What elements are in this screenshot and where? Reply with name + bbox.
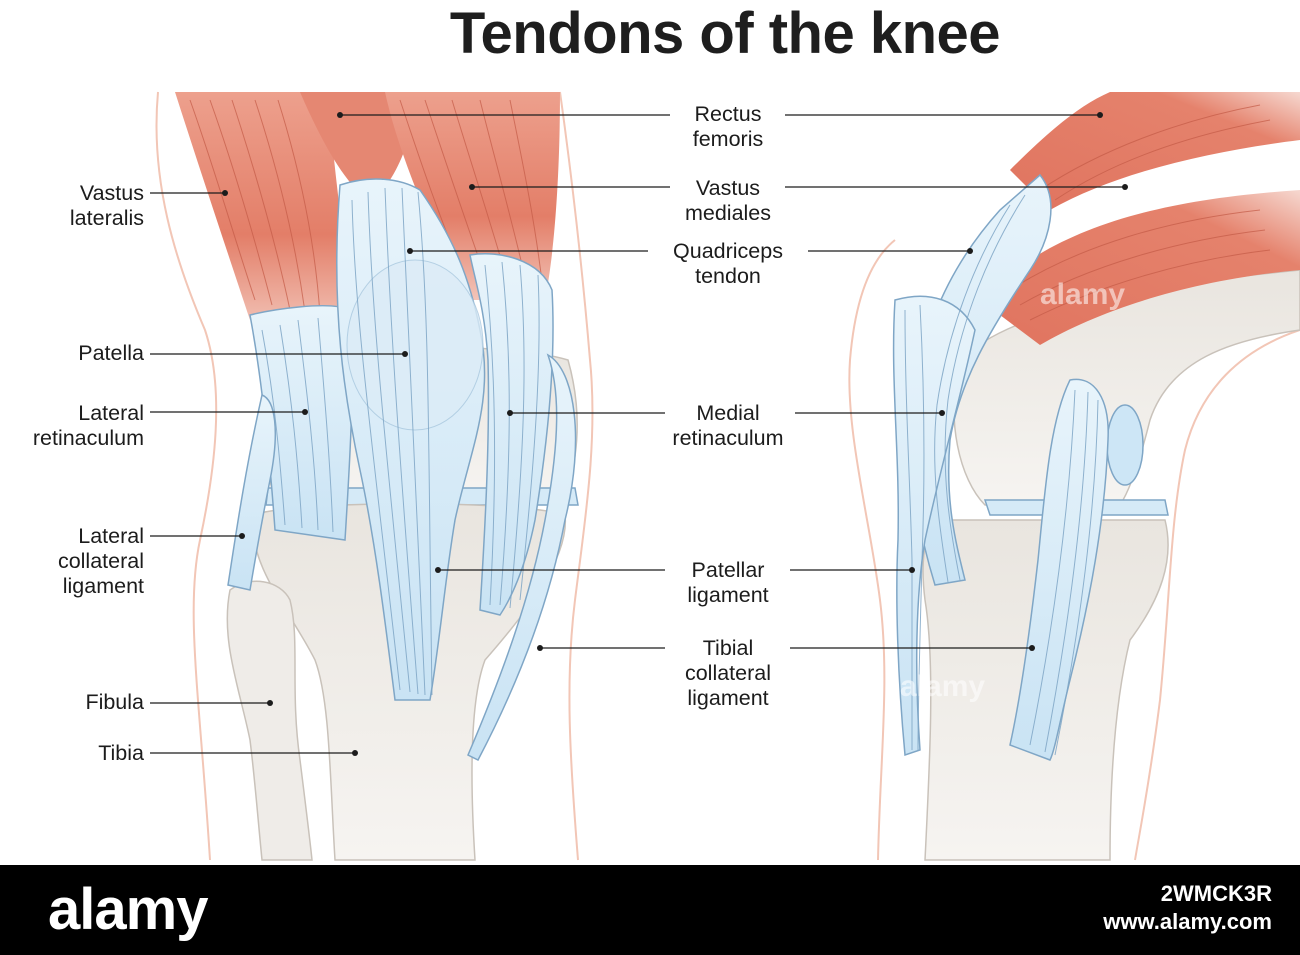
label-vastus-mediales: Vastus mediales <box>684 176 772 225</box>
patella-side <box>1106 404 1144 486</box>
brand-logo[interactable]: alamy <box>48 877 208 942</box>
label-vastus-lateralis: Vastus lateralis <box>69 181 144 230</box>
footer-meta: 2WMCK3R www.alamy.com <box>1103 881 1272 937</box>
vastus-medialis-muscle <box>385 92 560 300</box>
label-tibia: Tibia <box>98 741 144 765</box>
rectus-femoris-muscle <box>300 92 420 200</box>
medial-retinaculum-shape <box>469 253 554 616</box>
vastus-lateralis-muscle <box>175 92 346 330</box>
skin-outline-right <box>559 91 594 861</box>
leader-dots <box>222 112 1128 756</box>
label-patellar-ligament: Patellar ligament <box>687 558 769 607</box>
patella-shape <box>346 259 484 431</box>
front-view <box>155 91 594 861</box>
label-rectus-femoris: Rectus femoris <box>692 102 764 151</box>
label-medial-retinaculum: Medial retinaculum <box>672 401 784 450</box>
knee-illustration <box>150 91 1300 861</box>
tibial-collateral-ligament-shape <box>467 353 577 761</box>
label-tibial-collateral-ligament: Tibial collateral ligament <box>684 636 772 710</box>
label-lateral-collateral-ligament: Lateral collateral ligament <box>57 524 144 598</box>
watermark-2: alamy <box>900 670 986 703</box>
skin-outline-side-front <box>1134 329 1300 861</box>
label-lateral-retinaculum: Lateral retinaculum <box>32 401 144 450</box>
diagram-title: Tendons of the knee <box>449 1 1001 66</box>
skin-outline-side-back <box>848 239 896 861</box>
patellar-ligament-side <box>892 295 976 757</box>
label-quadriceps-tendon: Quadriceps tendon <box>673 239 783 288</box>
site-url[interactable]: www.alamy.com <box>1103 909 1272 934</box>
image-id: 2WMCK3R <box>1160 881 1272 906</box>
side-view <box>848 92 1300 861</box>
stock-footer: alamy 2WMCK3R www.alamy.com <box>0 865 1300 955</box>
lateral-collateral-ligament-shape <box>227 393 276 591</box>
skin-outline-left <box>155 91 218 861</box>
watermark-1: alamy <box>1040 278 1126 311</box>
fibula <box>226 580 313 861</box>
label-patella: Patella <box>78 341 144 365</box>
label-fibula: Fibula <box>85 690 144 714</box>
leader-lines <box>150 114 1125 754</box>
